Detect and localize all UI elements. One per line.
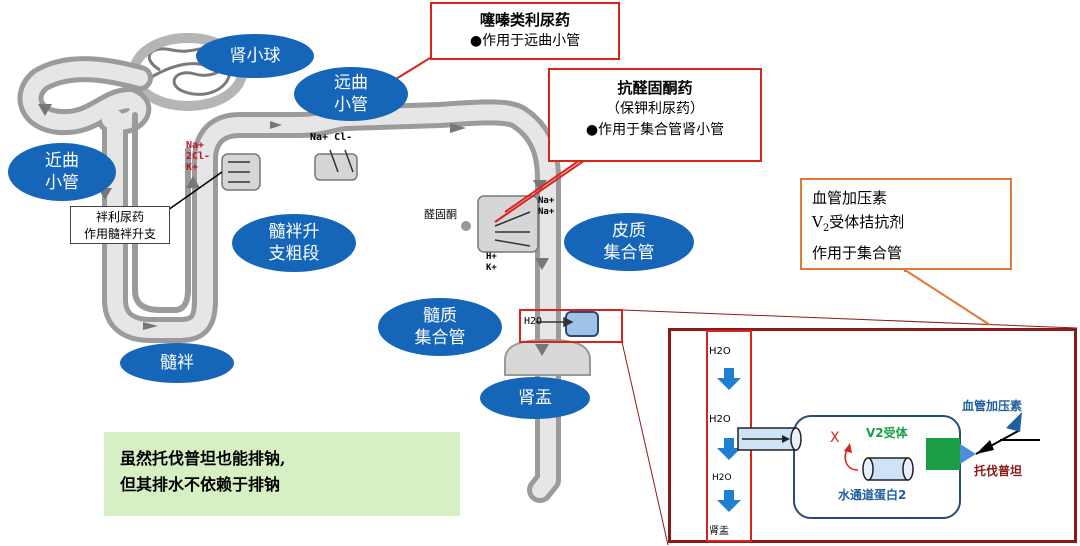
tubule-path	[17, 56, 561, 503]
v2-receptor-block	[926, 438, 960, 470]
label-thick-ascending-limb: 髓袢升 支粗段	[232, 214, 356, 272]
inset-tolvaptan: 托伐普坦	[974, 464, 1023, 478]
aldosterone-label: 醛固酮	[424, 208, 457, 221]
zoom-connectors	[621, 309, 1078, 546]
aquaporin-channel	[737, 427, 802, 451]
label-renal-pelvis: 肾盂	[480, 377, 590, 419]
label-cortical-collecting-duct: 皮质 集合管	[564, 213, 694, 271]
inset-vasopressin: 血管加压素	[962, 399, 1023, 413]
inset-h2o-1: H2O	[709, 346, 731, 357]
loop-diuretic-line2: 作用髓袢升支	[83, 227, 156, 241]
note-line1: 虽然托伐普坦也能排钠,	[120, 449, 286, 468]
vasopressin-wedge	[1006, 412, 1022, 432]
label-loop-of-henle: 髓袢	[120, 343, 234, 383]
inset-v2-receptor: V2受体	[866, 426, 908, 440]
inset-pelvis: 肾盂	[709, 526, 729, 537]
renal-pelvis-shape	[504, 338, 591, 376]
inset-h2o-2: H2O	[709, 414, 731, 425]
cd-sodium-labels: Na+ Na+	[538, 196, 555, 217]
note-box: 虽然托伐普坦也能排钠, 但其排水不依赖于排钠	[104, 432, 460, 516]
thiazide-box: 噻嗪类利尿药 ●作用于远曲小管	[430, 2, 620, 60]
aldo-subtitle: （保钾利尿药）	[606, 101, 704, 117]
highlight-box	[519, 309, 623, 343]
cd-hk-labels: H+ K+	[486, 252, 497, 273]
dct-ion-labels: Na+ Cl-	[310, 132, 353, 143]
thiazide-title: 噻嗪类利尿药	[479, 11, 570, 29]
inset-x-mark: X	[830, 430, 840, 446]
vaso-line1: 血管加压素	[812, 189, 888, 207]
aldosterone-antagonist-box: 抗醛固酮药 （保钾利尿药） ●作用于集合管肾小管	[548, 68, 762, 162]
h2o-small-label: H2O	[524, 316, 543, 327]
inset-aqp2: 水通道蛋白2	[838, 488, 907, 502]
vasopressin-antagonist-box: 血管加压素 V2受体拮抗剂 作用于集合管	[800, 178, 1012, 270]
label-distal-tubule: 远曲 小管	[294, 67, 408, 121]
aldo-title: 抗醛固酮药	[617, 79, 693, 97]
thiazide-item: ●作用于远曲小管	[469, 33, 581, 49]
water-arrows	[717, 368, 741, 512]
cd-cell	[477, 195, 539, 253]
inset-h2o-3: H2O	[712, 473, 732, 483]
loop-diuretic-line1: 袢利尿药	[95, 210, 144, 224]
aldo-item: ●作用于集合管肾小管	[585, 122, 725, 138]
vaso-line2: V2受体拮抗剂	[812, 213, 905, 234]
aqp2-vesicle	[862, 457, 914, 481]
loop-diuretic-box: 袢利尿药 作用髓袢升支	[70, 206, 170, 244]
loop-ion-labels: Na+ 2Cl- K+	[186, 140, 211, 173]
vaso-line3: 作用于集合管	[812, 244, 903, 262]
tolvaptan-wedge	[960, 444, 976, 464]
label-medullary-collecting-duct: 髓质 集合管	[378, 298, 502, 356]
label-proximal-tubule: 近曲 小管	[8, 143, 116, 201]
label-glomerulus: 肾小球	[196, 34, 314, 78]
note-line2: 但其排水不依赖于排钠	[120, 475, 281, 494]
